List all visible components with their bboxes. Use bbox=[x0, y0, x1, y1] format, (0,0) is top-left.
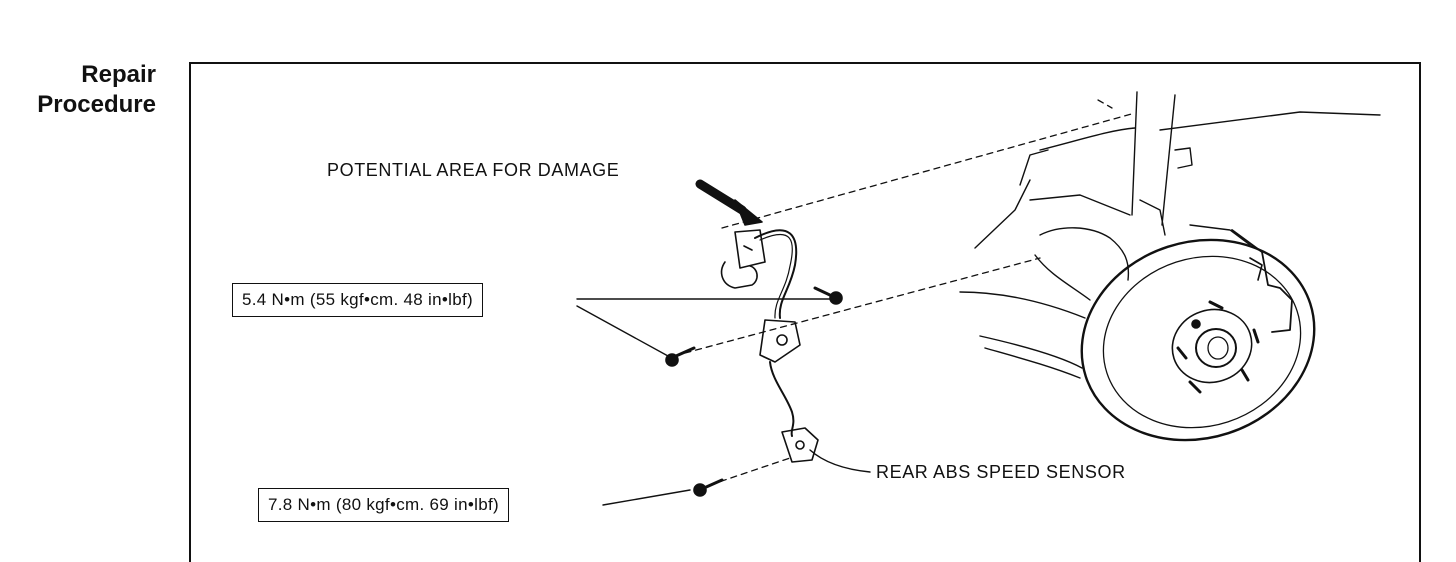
bolt-icon bbox=[813, 286, 843, 305]
sensor-harness bbox=[720, 229, 819, 463]
damage-arrow-icon bbox=[695, 179, 763, 226]
heading-line-1: Repair bbox=[81, 61, 156, 88]
brake-disc bbox=[1080, 229, 1316, 442]
figure-frame bbox=[189, 62, 1421, 562]
torque-spec-lower-bolt: 7.8 N•m (80 kgf•cm. 69 in•lbf) bbox=[258, 488, 509, 522]
section-heading: Repair Procedure bbox=[10, 60, 156, 120]
leader-lines bbox=[576, 298, 871, 506]
damage-callout: POTENTIAL AREA FOR DAMAGE bbox=[327, 160, 620, 180]
rear-suspension bbox=[959, 91, 1381, 379]
installation-guide-lines bbox=[684, 99, 1136, 486]
torque-spec-upper-bolt: 5.4 N•m (55 kgf•cm. 48 in•lbf) bbox=[232, 283, 483, 317]
bolt-icon bbox=[665, 346, 696, 367]
sensor-callout: REAR ABS SPEED SENSOR bbox=[876, 462, 1126, 482]
heading-line-2: Procedure bbox=[37, 91, 156, 118]
bolt-icon bbox=[693, 478, 724, 497]
